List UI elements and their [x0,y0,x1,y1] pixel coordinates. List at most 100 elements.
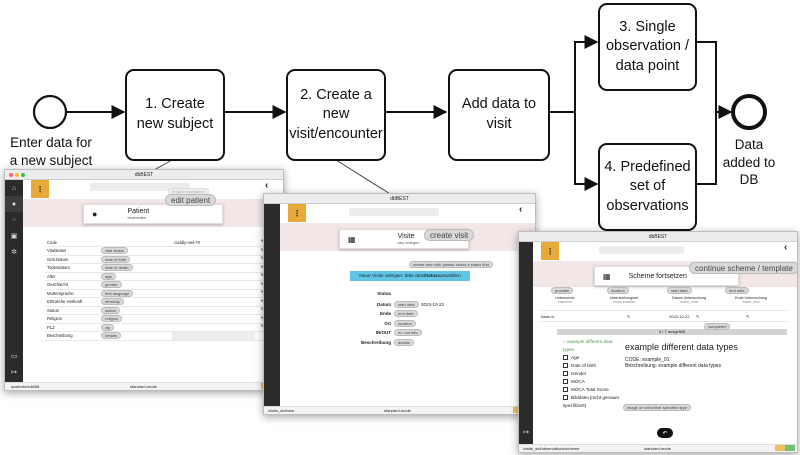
row-label: Beschreibung [45,331,100,341]
checkbox[interactable] [563,387,568,393]
search-bar[interactable] [599,246,684,254]
pencil-icon[interactable]: ✎ [255,255,270,264]
tree-item[interactable]: MOCA Total Score [563,386,621,394]
tip-completed: completed [704,323,731,330]
tree-item[interactable]: Bilddatei (nicht genauer spezifiziert) [563,394,621,410]
row-value[interactable] [172,289,256,298]
tree-item[interactable]: Date of birth [563,362,621,370]
home-icon[interactable]: ⌂ [11,184,17,192]
sidebar: ↦ [264,204,280,414]
pencil-icon[interactable]: ✎ [746,314,750,319]
tree-item[interactable]: Gender [563,370,621,378]
menu-button[interactable]: ⋮ [31,180,49,198]
notice-bold: Status [423,273,438,279]
checkbox[interactable] [563,355,568,361]
pencil-icon[interactable]: ✎ [255,323,270,332]
status-path: /visits_std/observations/scheme [523,446,580,451]
row-value[interactable] [172,246,256,256]
row-value[interactable] [172,323,256,332]
row-value[interactable] [172,306,256,315]
search-bar[interactable] [90,183,190,191]
pencil-icon[interactable]: ✎ [696,314,700,319]
pencil-icon[interactable]: ✎ [255,272,270,281]
row-tip: end date [394,310,418,317]
chevron-left-icon[interactable]: ‹ [265,180,269,191]
row-label: Ende [379,311,391,316]
visit-window: dbBEST ↦ ⋮ ‹ ▦ Visite neu anlegen create… [263,193,536,415]
menu-button[interactable]: ⋮ [288,204,306,222]
pencil-icon[interactable]: ✎ [255,289,270,298]
row-value[interactable]: 2023-10-22 [421,301,445,307]
tree-item[interactable]: MOCA [563,378,621,386]
row-tip-cell: end date [391,310,421,317]
pencil-icon[interactable]: ✎ [255,246,270,256]
pencil-icon[interactable]: ✎ [255,314,270,324]
gear-icon[interactable]: ✲ [11,249,17,256]
row-label: Status [377,291,391,296]
flow-t3-to-t4 [550,35,599,113]
chevron-left-icon[interactable]: ‹ [519,204,523,215]
pencil-icon[interactable]: ✎ [255,297,270,307]
row-tip-cell: first language [99,289,173,298]
row-date: 2023-10-22 [669,314,690,319]
search-bar[interactable] [349,208,439,216]
statusbar: /patients/edit/68 standard-mode [5,382,283,390]
pencil-icon[interactable]: ✎ [255,263,270,273]
row-value[interactable]: cuddly-owl-70 [172,238,256,247]
mode-label: standard-mode [384,408,411,413]
end-event-label: Data added to DB [722,137,776,188]
pencil-icon[interactable] [255,331,270,341]
tree-item[interactable]: Age [563,354,621,362]
checkbox[interactable] [563,379,568,385]
pencil-icon[interactable]: ✎ [255,238,270,247]
tip-edit-patient: edit patient [165,194,217,206]
pencil-icon[interactable]: ✎ [255,306,270,315]
status-button-orange[interactable] [775,445,785,451]
undo-button[interactable]: ↶ [657,428,673,438]
row-tip-cell: age [99,272,173,281]
scheme-row: basic.ic ✎ 2023-10-22 ✎ ✎ [539,310,789,322]
checkbox[interactable] [563,363,568,369]
chat-icon[interactable]: ▭ [10,353,18,360]
row-who: basic.ic [541,314,555,319]
status-path: /patients/edit/68 [11,384,40,389]
row-tip-cell: religion [99,314,173,324]
tree-item-label: Date of birth [571,363,597,368]
logout-icon[interactable]: ↦ [523,429,529,436]
logout-icon[interactable]: ↦ [11,369,17,376]
status-button-green[interactable] [785,445,795,451]
row-tip: first language [101,289,134,297]
row-label: Ethnische Herkunft [45,297,100,307]
person-icon[interactable]: ● [5,196,23,212]
row-tip: status [101,306,120,314]
row-value[interactable] [172,255,256,264]
chevron-left-icon[interactable]: ‹ [784,242,788,253]
grid-icon[interactable]: ⁘ [11,217,17,224]
row-value[interactable] [172,331,256,341]
image-icon[interactable]: ▣ [10,233,18,240]
row-value[interactable] [172,314,256,324]
pencil-icon[interactable]: ✎ [627,314,631,319]
tip-start-date: start date [667,287,692,294]
tree-item-label: MOCA Total Score [571,387,609,392]
start-event [32,94,68,130]
header-title: Patient [127,208,150,215]
pencil-icon[interactable]: ✎ [255,280,270,290]
patient-header-card: ● Patient bearbeiten [83,204,223,224]
checkbox[interactable] [563,395,568,401]
row-value[interactable] [172,280,256,290]
notice-text: Neue Visite anlegen: bitte den [359,273,424,279]
menu-button[interactable]: ⋮ [541,242,559,260]
tree-group[interactable]: ○ example different data types [563,339,613,352]
row-value[interactable] [172,263,256,273]
row-value[interactable] [172,272,256,281]
row-value[interactable] [172,297,256,307]
checkbox[interactable] [563,371,568,377]
row-tip-cell: start date [391,300,421,308]
detail-desc: Beschreibung: example different data typ… [625,363,722,369]
header-title: Scheme fortsetzen [628,272,687,280]
